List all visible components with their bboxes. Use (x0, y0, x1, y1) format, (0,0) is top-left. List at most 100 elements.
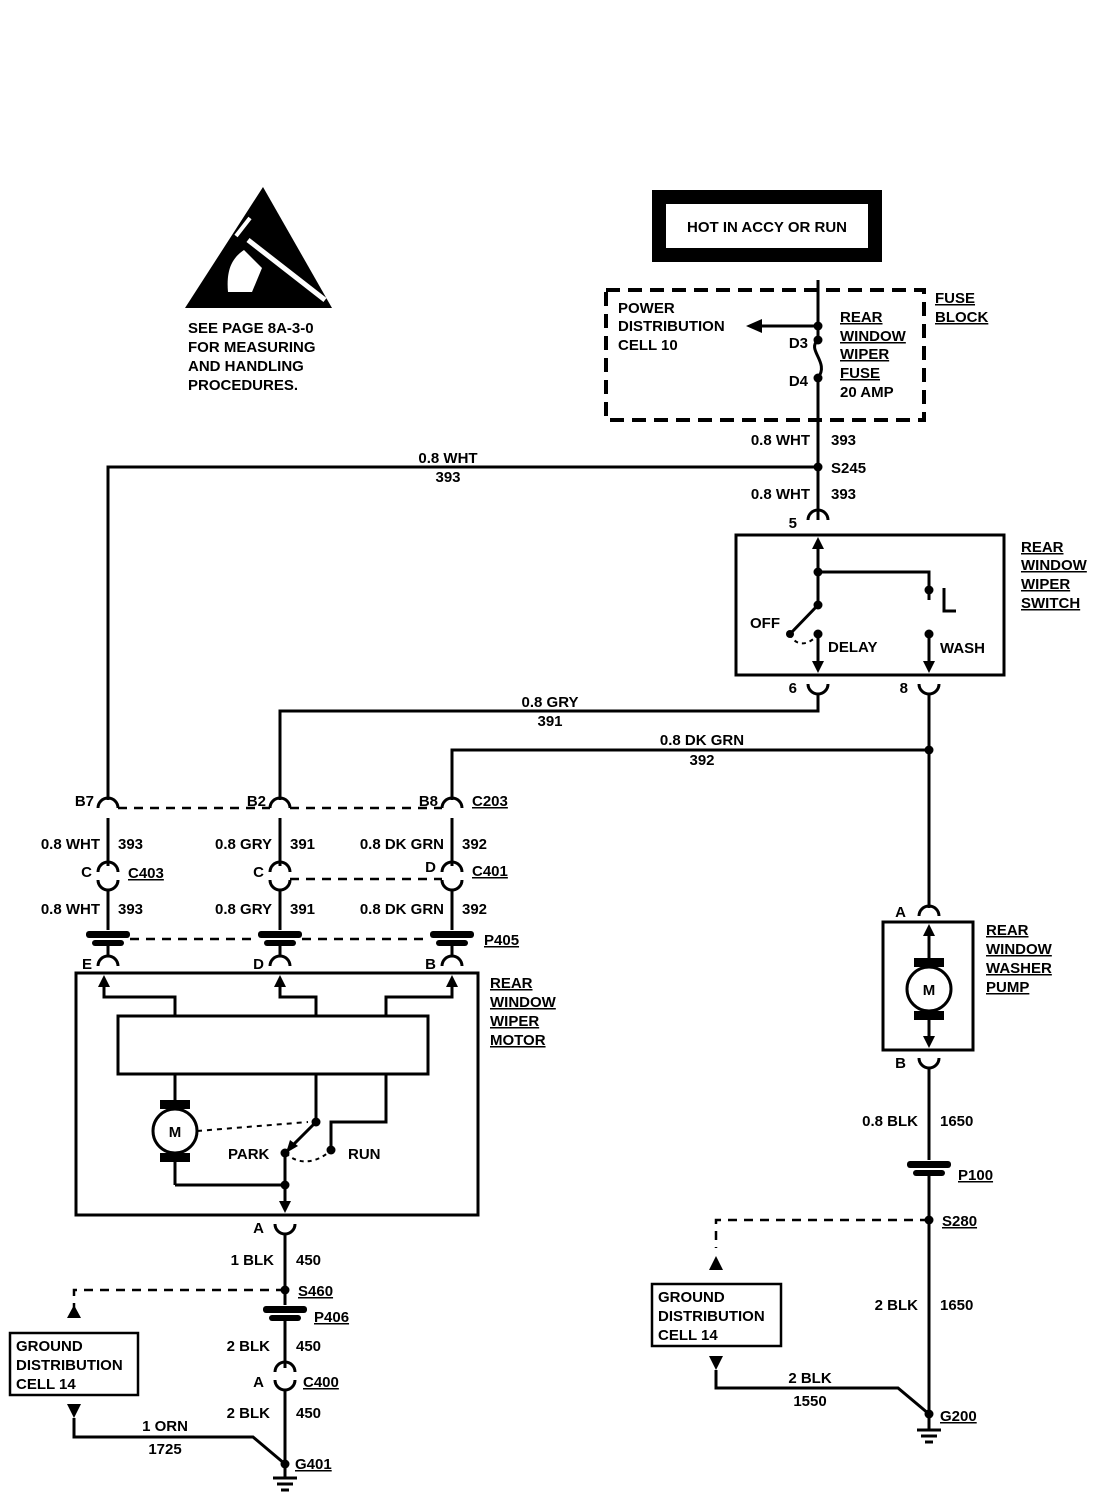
wiper-motor-title-3: WIPER (490, 1013, 539, 1030)
pin-b8: B8 (419, 793, 438, 810)
splice-s245: S245 (831, 460, 866, 477)
power-distribution-line-3: CELL 10 (618, 337, 678, 354)
pump-title-3: WASHER (986, 960, 1052, 977)
connector-c403-c401: C C403 C D C401 (81, 859, 508, 892)
wire-393-circuit-top: 393 (831, 432, 856, 449)
rear-wiper-switch: 5 OFF DELAY WASH REAR WINDOW WIPER SWITC… (734, 508, 1088, 697)
fuse-pin-d4: D4 (789, 373, 809, 390)
hot-label-text: HOT IN ACCY OR RUN (687, 219, 847, 236)
connector-c401-label: C401 (472, 863, 508, 880)
wire-392-circuit-top: 392 (689, 752, 714, 769)
fuse-rating: 20 AMP (840, 384, 894, 401)
ground-dist-left-3: CELL 14 (16, 1376, 76, 1393)
wire-391-circuit-top: 391 (537, 713, 562, 730)
fuse-block-title-2: BLOCK (935, 309, 988, 326)
pin-d: D (253, 956, 264, 973)
connector-c203-label: C203 (472, 793, 508, 810)
wiper-motor-title-2: WINDOW (490, 994, 557, 1011)
rear-washer-pump: A M REAR WINDOW WASHER PUMP B (881, 904, 1053, 1072)
wire-450-color-c: 2 BLK (227, 1405, 271, 1422)
wire-1650-color-b: 2 BLK (875, 1297, 919, 1314)
splice-s280: S280 (942, 1213, 977, 1230)
wire-391-color-c401: 0.8 GRY (215, 901, 272, 918)
fuse-name-line-2: WINDOW (840, 328, 907, 345)
ground-dist-left-2: DISTRIBUTION (16, 1357, 123, 1374)
ground-g200: G200 (940, 1408, 977, 1425)
wire-393-circuit-c403: 393 (118, 901, 143, 918)
wire-393-color-top: 0.8 WHT (751, 432, 810, 449)
ground-dist-left-1: GROUND (16, 1338, 83, 1355)
wire-392-color-c401: 0.8 DK GRN (360, 901, 444, 918)
wire-393-circuit-mid: 393 (831, 486, 856, 503)
ground-dist-right-1: GROUND (658, 1289, 725, 1306)
pin-a-motor: A (253, 1220, 264, 1237)
splice-s460: S460 (298, 1283, 333, 1300)
wire-392-color-top: 0.8 DK GRN (660, 732, 744, 749)
connector-p405-label: P405 (484, 932, 519, 949)
ground-dist-right-3: CELL 14 (658, 1327, 718, 1344)
connector-p100-label: P100 (958, 1167, 993, 1184)
wire-450-circuit-b: 450 (296, 1338, 321, 1355)
wire-1650-color-a: 0.8 BLK (862, 1113, 918, 1130)
wire-450-color-a: 1 BLK (231, 1252, 275, 1269)
wire-393-color-c203: 0.8 WHT (41, 836, 100, 853)
wire-393-circuit-c203: 393 (118, 836, 143, 853)
wire-391-color-top: 0.8 GRY (522, 694, 579, 711)
power-distribution-line-2: DISTRIBUTION (618, 318, 725, 335)
wiper-motor-title-4: MOTOR (490, 1032, 546, 1049)
wire-392-circuit-c401: 392 (462, 901, 487, 918)
connector-c403-label: C403 (128, 865, 164, 882)
pump-title-4: PUMP (986, 979, 1029, 996)
wire-1725-circuit: 1725 (148, 1441, 181, 1458)
switch-off-label: OFF (750, 615, 780, 632)
esd-warning: SEE PAGE 8A-3-0 FOR MEASURING AND HANDLI… (185, 187, 332, 394)
pump-m: M (923, 982, 936, 999)
ground-dist-right-2: DISTRIBUTION (658, 1308, 765, 1325)
wire-1650-circuit-a: 1650 (940, 1113, 973, 1130)
wiper-park-label: PARK (228, 1146, 270, 1163)
wiper-motor-title-1: REAR (490, 975, 533, 992)
fuse-block-title-1: FUSE (935, 290, 975, 307)
pin-e: E (82, 956, 92, 973)
esd-note-line-1: SEE PAGE 8A-3-0 (188, 320, 314, 337)
switch-pin-6: 6 (789, 680, 797, 697)
switch-title-3: WIPER (1021, 576, 1070, 593)
ground-symbol-g200 (917, 1428, 941, 1444)
wire-391-circuit-c203: 391 (290, 836, 315, 853)
wire-450-circuit-a: 450 (296, 1252, 321, 1269)
wire-393-color-branch: 0.8 WHT (418, 450, 477, 467)
connector-c400-label: C400 (303, 1374, 339, 1391)
wire-391-color-c203: 0.8 GRY (215, 836, 272, 853)
pin-b-pump: B (895, 1055, 906, 1072)
wire-393-circuit-branch: 393 (435, 469, 460, 486)
wire-391-circuit-c401: 391 (290, 901, 315, 918)
wire-1550-circuit: 1550 (793, 1393, 826, 1410)
esd-note-line-3: AND HANDLING (188, 358, 304, 375)
pump-title-2: WINDOW (986, 941, 1053, 958)
pin-b7: B7 (75, 793, 94, 810)
pin-b2: B2 (247, 793, 266, 810)
fuse-block: FUSE BLOCK POWER DISTRIBUTION CELL 10 RE… (604, 280, 988, 422)
pin-a-c400: A (253, 1374, 264, 1391)
wire-450-circuit-c: 450 (296, 1405, 321, 1422)
wire-1550-color: 2 BLK (788, 1370, 832, 1387)
wire-392-circuit-c203: 392 (462, 836, 487, 853)
wiper-run-label: RUN (348, 1146, 381, 1163)
power-distribution-line-1: POWER (618, 300, 675, 317)
wire-393-color-c403: 0.8 WHT (41, 901, 100, 918)
pin-b-p405: B (425, 956, 436, 973)
wire-392-color-c203: 0.8 DK GRN (360, 836, 444, 853)
pump-title-1: REAR (986, 922, 1029, 939)
switch-title-2: WINDOW (1021, 557, 1088, 574)
connector-p406-label: P406 (314, 1309, 349, 1326)
wire-1650-circuit-b: 1650 (940, 1297, 973, 1314)
wire-393-color-mid: 0.8 WHT (751, 486, 810, 503)
fuse-name-line-1: REAR (840, 309, 883, 326)
rear-wiper-motor: REAR WINDOW WIPER MOTOR M PARK RUN (74, 971, 557, 1217)
pin-d-c401: D (425, 859, 436, 876)
fuse-pin-d3: D3 (789, 335, 808, 352)
switch-title-4: SWITCH (1021, 595, 1080, 612)
fuse-name-line-3: WIPER (840, 346, 889, 363)
connector-c203: B7 B2 B8 C203 (75, 793, 508, 810)
